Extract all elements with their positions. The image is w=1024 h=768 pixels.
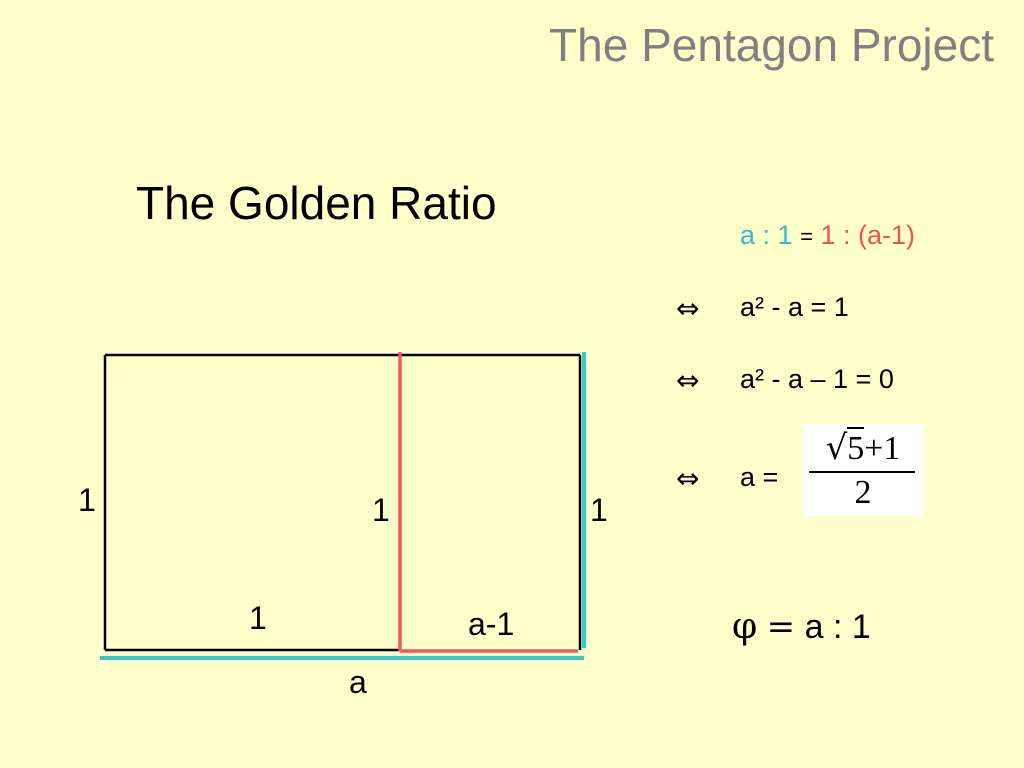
ratio-left: a : 1	[740, 220, 793, 250]
equation-2: a² - a = 1	[740, 292, 849, 322]
iff-arrow-icon: ⇔	[676, 292, 700, 325]
page-title: The Golden Ratio	[136, 177, 497, 229]
label-bottom-left: 1	[249, 600, 267, 636]
phi-definition: φ = a : 1	[732, 606, 871, 647]
header-title: The Pentagon Project	[549, 19, 994, 71]
phi-equals: =	[766, 607, 796, 647]
fraction-numerator: √5+1	[803, 427, 923, 468]
ratio-equation: a : 1 = 1 : (a-1)	[740, 220, 915, 251]
equation-4: a =	[740, 462, 779, 492]
ratio-right: 1 : (a-1)	[820, 220, 915, 250]
phi-text: a : 1	[804, 608, 871, 646]
phi-symbol: φ	[732, 606, 758, 647]
numerator-rest: +1	[864, 430, 901, 467]
fraction-denominator: 2	[854, 474, 872, 511]
sqrt-radicand: 5	[847, 427, 865, 467]
fraction-bar	[809, 471, 915, 473]
label-bottom-total: a	[349, 664, 367, 700]
iff-arrow-icon: ⇔	[676, 462, 700, 495]
iff-arrow-icon: ⇔	[676, 364, 700, 397]
label-right-side: 1	[590, 492, 608, 528]
label-left-side: 1	[78, 482, 96, 518]
label-inner-vertical: 1	[372, 492, 390, 528]
ratio-equals: =	[800, 224, 813, 249]
golden-ratio-fraction: √5+1 2	[803, 424, 923, 516]
label-bottom-right: a-1	[468, 606, 515, 642]
sqrt-symbol: √	[825, 428, 848, 468]
equation-3: a² - a – 1 = 0	[740, 364, 894, 394]
